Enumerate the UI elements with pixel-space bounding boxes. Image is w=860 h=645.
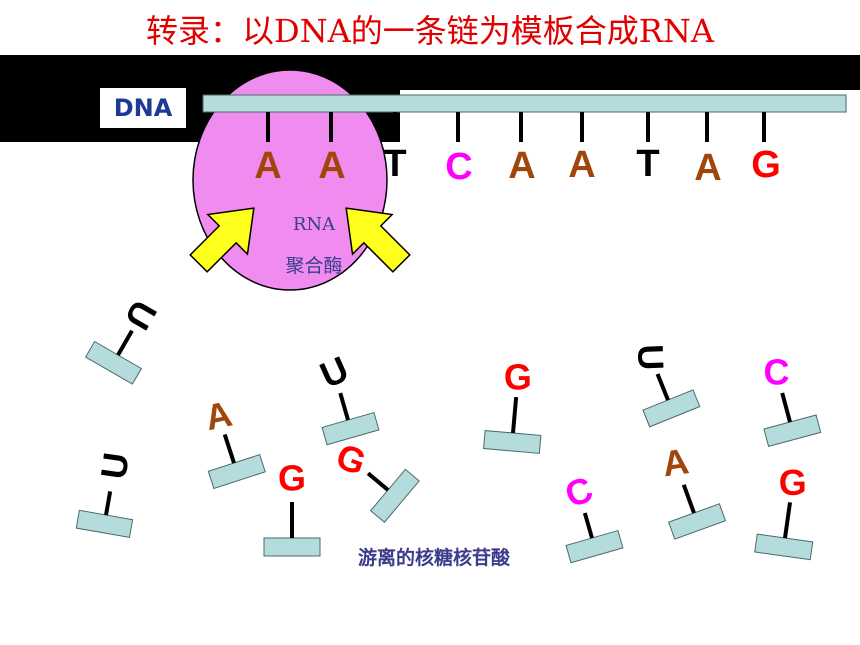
free-base-6: C [560, 468, 598, 515]
nucleotide-bond [366, 471, 390, 492]
template-base-4: C [445, 146, 472, 188]
left-arrow-shape [189, 207, 255, 273]
free-nucleotide-7: U [630, 344, 701, 428]
free-nucleotide-6: C [560, 468, 624, 564]
dna-strand [202, 94, 847, 113]
ribose-sugar [642, 389, 701, 428]
free-nucleotide-3: U [314, 348, 380, 446]
nucleotide-bond [222, 433, 236, 464]
nucleotide-bond [780, 392, 792, 423]
ribose-sugar [482, 430, 542, 454]
free-nucleotide-11: A [660, 440, 727, 540]
free-nucleotide-4: G [263, 458, 321, 557]
ribose-sugar [207, 454, 266, 490]
enzyme-label-line2: 聚合酶 [285, 255, 342, 277]
ribose-sugar [754, 533, 814, 561]
free-base-7: U [630, 344, 672, 371]
free-base-1: U [117, 294, 166, 337]
free-base-11: A [660, 440, 691, 484]
template-base-8: A [694, 147, 721, 189]
template-base-ticks [266, 112, 766, 142]
enzyme-label-line1: RNA [293, 214, 336, 235]
nucleotide-bond [655, 373, 670, 401]
free-base-2: A [202, 393, 236, 439]
free-base-12: G [779, 462, 807, 503]
free-nucleotide-2: A [202, 393, 266, 490]
free-nucleotide-12: G [754, 462, 814, 561]
ribose-sugar [84, 340, 143, 385]
template-base-2: A [318, 145, 345, 187]
free-base-3: U [314, 348, 354, 396]
template-base-9: G [751, 144, 781, 186]
free-base-8: G [504, 357, 532, 398]
free-nucleotide-5: U [75, 450, 137, 538]
nucleotide-bond [582, 512, 594, 539]
free-base-5: U [93, 450, 137, 481]
template-base-6: A [568, 144, 595, 186]
template-base-7: T [636, 143, 659, 185]
right-arrow [345, 207, 411, 273]
template-base-5: A [508, 145, 535, 187]
nucleotide-bond [116, 329, 134, 356]
ribose-sugar [667, 503, 727, 540]
page-title: 转录：以DNA的一条链为模板合成RNA [146, 12, 714, 50]
free-nucleotide-8: G [482, 357, 542, 454]
template-base-1: A [254, 145, 281, 187]
right-arrow-shape [345, 207, 411, 273]
free-nucleotide-1: U [84, 294, 166, 385]
free-nucleotides-label: 游离的核糖核苷酸 [358, 546, 511, 569]
ribose-sugar [565, 529, 624, 564]
free-base-4: G [278, 458, 306, 499]
free-base-10: C [764, 351, 790, 392]
nucleotide-bond [511, 396, 519, 434]
left-arrow [189, 207, 255, 273]
nucleotide-bond [338, 392, 350, 421]
ribose-sugar [263, 537, 321, 557]
nucleotide-bond [681, 484, 696, 514]
ribose-sugar [369, 468, 420, 523]
dna-label: DNA [100, 88, 186, 128]
free-nucleotide-10: C [763, 351, 822, 447]
nucleotide-bond [783, 502, 792, 539]
nucleotide-bond [104, 491, 113, 516]
template-base-3: T [383, 143, 406, 185]
ribose-sugar [763, 414, 822, 447]
